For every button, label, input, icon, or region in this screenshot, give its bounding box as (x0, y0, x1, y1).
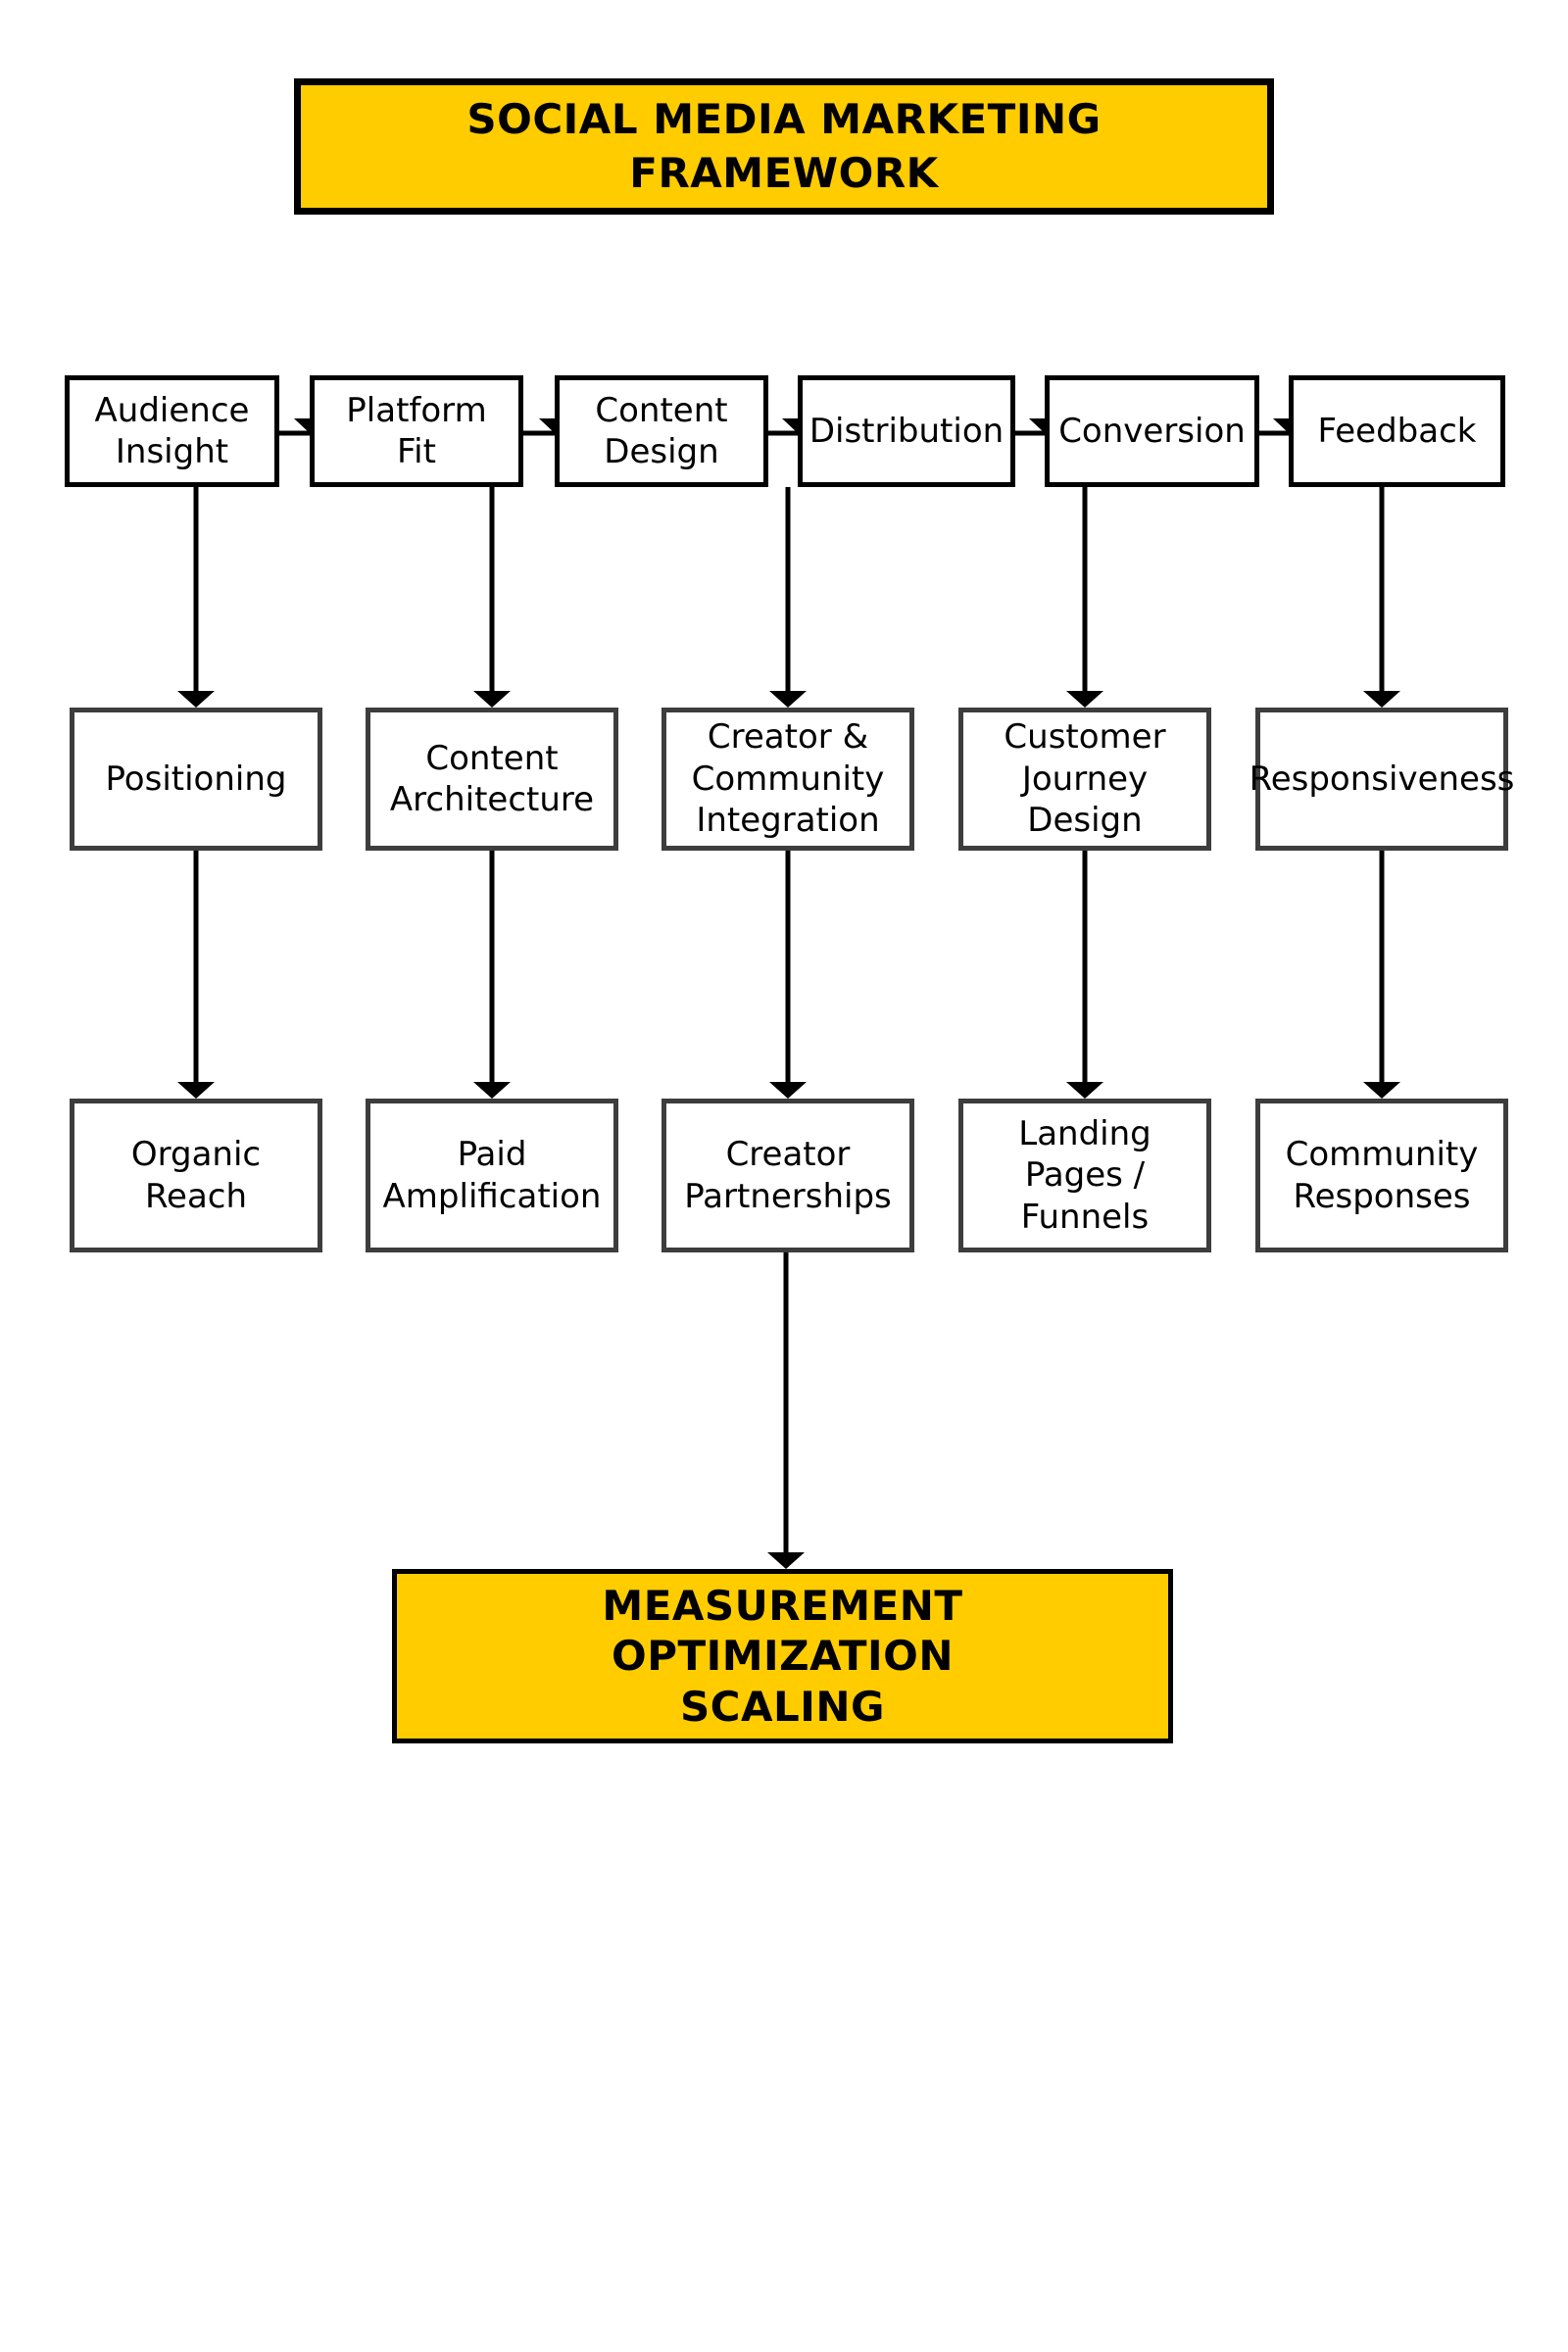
node-audience-insight: Audience Insight (65, 375, 279, 487)
node-label: Creator & Community Integration (691, 717, 885, 841)
node-community-responses: Community Responses (1255, 1099, 1508, 1252)
node-label: Customer Journey Design (1004, 717, 1166, 841)
node-content-design: Content Design (555, 375, 768, 487)
footer-banner: MEASUREMENT OPTIMIZATION SCALING (392, 1569, 1173, 1743)
node-paid-amplification: Paid Amplification (366, 1099, 618, 1252)
node-platform-fit: Platform Fit (310, 375, 523, 487)
footer-label: MEASUREMENT OPTIMIZATION SCALING (602, 1582, 963, 1731)
title-banner: SOCIAL MEDIA MARKETING FRAMEWORK (294, 78, 1274, 215)
node-label: Platform Fit (346, 390, 487, 472)
title-label: SOCIAL MEDIA MARKETING FRAMEWORK (466, 94, 1102, 197)
node-label: Creator Partnerships (684, 1135, 892, 1216)
node-label: Audience Insight (94, 390, 250, 472)
node-creator-community-integration: Creator & Community Integration (662, 708, 914, 851)
node-feedback: Feedback (1289, 375, 1505, 487)
node-label: Responsiveness (1249, 759, 1515, 799)
node-label: Community Responses (1285, 1135, 1479, 1216)
node-label: Organic Reach (130, 1135, 262, 1216)
node-label: Paid Amplification (382, 1135, 602, 1216)
node-landing-pages-funnels: Landing Pages / Funnels (958, 1099, 1211, 1252)
node-positioning: Positioning (70, 708, 322, 851)
node-label: Landing Pages / Funnels (1018, 1113, 1152, 1237)
node-label: Conversion (1058, 411, 1246, 451)
node-organic-reach: Organic Reach (70, 1099, 322, 1252)
node-label: Distribution (808, 411, 1004, 451)
node-creator-partnerships: Creator Partnerships (662, 1099, 914, 1252)
node-customer-journey-design: Customer Journey Design (958, 708, 1211, 851)
node-conversion: Conversion (1045, 375, 1259, 487)
node-label: Feedback (1317, 411, 1477, 451)
node-label: Content Architecture (389, 738, 595, 820)
node-responsiveness: Responsiveness (1250, 708, 1514, 851)
node-label: Content Design (595, 390, 728, 472)
node-label: Positioning (105, 759, 287, 799)
node-distribution: Distribution (798, 375, 1015, 487)
node-content-architecture: Content Architecture (366, 708, 618, 851)
